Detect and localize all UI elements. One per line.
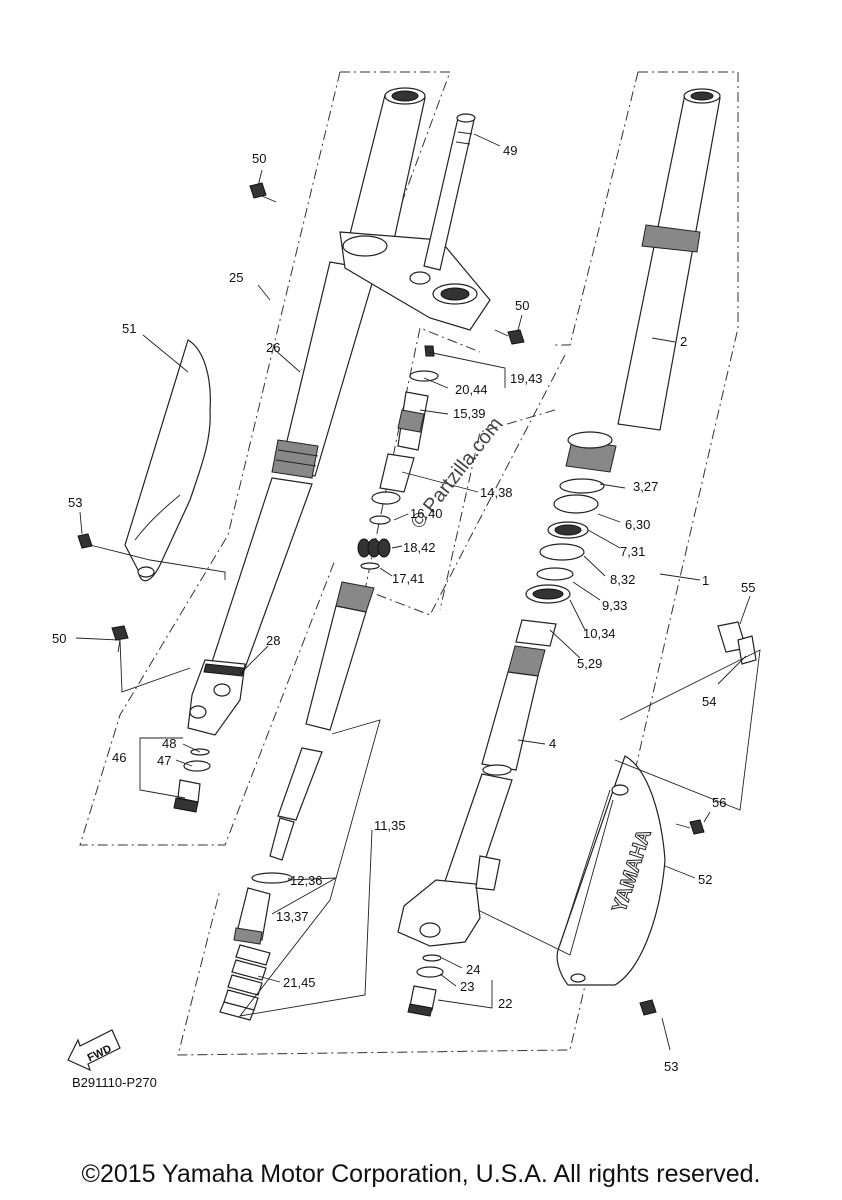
callout-label: 21,45 [283, 975, 316, 990]
callout-label: 46 [112, 750, 126, 765]
callout-label: 17,41 [392, 571, 425, 586]
callout-label: 25 [229, 270, 243, 285]
bolt-50-right [494, 329, 525, 345]
fwd-arrow-icon: FWD [67, 1029, 121, 1072]
right-inner-tube [443, 645, 546, 891]
callout-label: 12,36 [290, 873, 323, 888]
callout-label: 8,32 [610, 572, 635, 587]
bracket-55 [717, 621, 757, 665]
left-fork-outer-tube [211, 87, 426, 669]
right-axle-bolt [407, 954, 444, 1017]
callout-label: 48 [162, 736, 176, 751]
copyright-notice: ©2015 Yamaha Motor Corporation, U.S.A. A… [81, 1160, 761, 1188]
callout-label: 7,31 [620, 544, 645, 559]
callout-label: 26 [266, 340, 280, 355]
callout-label: 13,37 [276, 909, 309, 924]
callout-label: 52 [698, 872, 712, 887]
callout-label: 2 [680, 334, 687, 349]
callout-label: 23 [460, 979, 474, 994]
bolt-50-top [249, 182, 277, 203]
reference-code: B291110-P270 [72, 1075, 157, 1090]
callout-label: 9,33 [602, 598, 627, 613]
right-axle-bracket [397, 855, 501, 947]
callout-label: 28 [266, 633, 280, 648]
callout-label: 3,27 [633, 479, 658, 494]
callout-label: 56 [712, 795, 726, 810]
callout-label: 20,44 [455, 382, 488, 397]
callout-label: 54 [702, 694, 716, 709]
callout-label: 50 [515, 298, 529, 313]
callout-label: 47 [157, 753, 171, 768]
left-axle-bolt [173, 748, 211, 813]
bolt-53-right [639, 999, 657, 1016]
left-fork-guard [124, 339, 211, 582]
left-inner-assembly [219, 581, 375, 1021]
bolt-50-left [111, 625, 129, 653]
callout-label: 53 [664, 1059, 678, 1074]
callout-label: 11,35 [374, 818, 406, 833]
callout-label: 6,30 [625, 517, 650, 532]
callout-label: 14,38 [480, 485, 513, 500]
left-axle-bracket [187, 659, 246, 736]
callout-label: 50 [52, 631, 66, 646]
callout-labels: 50 49 25 50 2 51 26 19,43 20,44 15,39 14… [52, 143, 755, 1074]
callout-label: 55 [741, 580, 755, 595]
callout-label: 1 [702, 573, 709, 588]
leader-lines [75, 133, 761, 1051]
callout-label: 15,39 [453, 406, 486, 421]
bolt-53-left [77, 533, 93, 549]
right-fork-outer-tube [565, 88, 721, 473]
damper-assembly [357, 345, 439, 570]
callout-label: 18,42 [403, 540, 436, 555]
callout-label: 24 [466, 962, 480, 977]
steering-stem [423, 113, 476, 271]
callout-label: 19,43 [510, 371, 543, 386]
callout-label: 49 [503, 143, 517, 158]
callout-label: 5,29 [577, 656, 602, 671]
callout-label: 10,34 [583, 626, 616, 641]
callout-label: 51 [122, 321, 136, 336]
callout-label: 22 [498, 996, 512, 1011]
callout-label: 53 [68, 495, 82, 510]
bolt-56 [675, 819, 705, 835]
callout-label: 16,40 [410, 506, 443, 521]
right-seals-bushings [515, 478, 605, 647]
callout-label: 4 [549, 736, 556, 751]
right-fork-guard: YAMAHA [556, 755, 666, 986]
callout-label: 50 [252, 151, 266, 166]
